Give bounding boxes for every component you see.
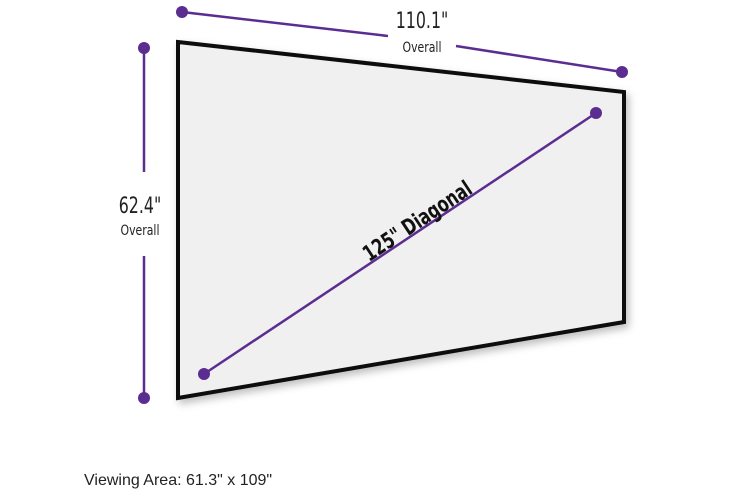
- width-label: Overall: [402, 39, 441, 56]
- height-value: 62.4": [119, 192, 162, 218]
- height-endpoint-top: [138, 42, 150, 54]
- diagonal-endpoint-end: [590, 107, 602, 119]
- width-line-left: [181, 10, 389, 38]
- diagonal-endpoint-start: [198, 368, 210, 380]
- width-value: 110.1": [396, 7, 449, 33]
- diagonal-line: [203, 111, 597, 376]
- width-line-right: [455, 44, 623, 74]
- width-endpoint-left: [176, 6, 188, 18]
- viewing-area-caption: Viewing Area: 61.3" x 109": [84, 472, 273, 489]
- height-label: Overall: [120, 222, 159, 239]
- width-endpoint-right: [616, 66, 628, 78]
- projector-screen-panel: [176, 39, 626, 401]
- height-endpoint-bottom: [138, 392, 150, 404]
